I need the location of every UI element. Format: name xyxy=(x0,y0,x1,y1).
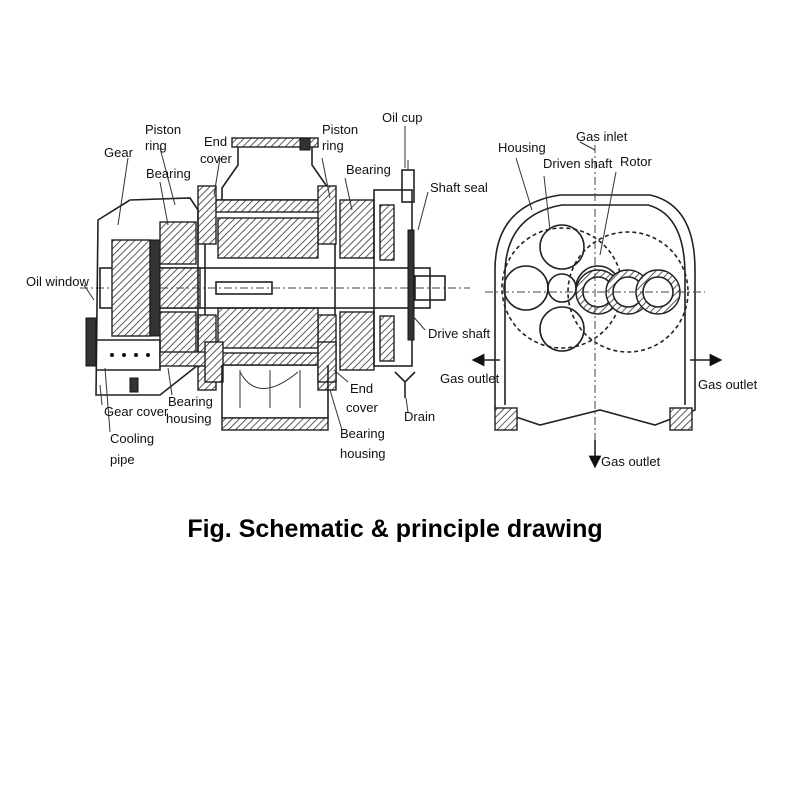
label-piston-ring-left: ring xyxy=(145,138,167,153)
label-piston-ring-right: Piston xyxy=(322,122,358,137)
principle-view xyxy=(471,145,723,469)
label-drain: Drain xyxy=(404,409,435,424)
label-piston-ring-left: Piston xyxy=(145,122,181,137)
label-piston-ring-right: ring xyxy=(322,138,344,153)
inlet-flange xyxy=(231,137,319,148)
base-foot xyxy=(221,365,329,419)
label-gas-outlet-left: Gas outlet xyxy=(440,371,500,386)
sectional-view xyxy=(80,137,470,431)
label-bearing-housing-right: Bearing xyxy=(340,426,385,441)
label-bearing-right: Bearing xyxy=(346,162,391,177)
label-end-cover-bottom: cover xyxy=(346,400,378,415)
label-rotor: Rotor xyxy=(620,154,652,169)
label-bearing-housing-left: housing xyxy=(166,411,212,426)
label-housing: Housing xyxy=(498,140,546,155)
label-bearing-left: Bearing xyxy=(146,166,191,181)
label-gear: Gear xyxy=(104,145,134,160)
label-oil-cup: Oil cup xyxy=(382,110,422,125)
label-oil-window: Oil window xyxy=(26,274,89,289)
label-end-cover-bottom: End xyxy=(350,381,373,396)
label-gas-outlet-bottom: Gas outlet xyxy=(601,454,661,469)
label-end-cover-top: cover xyxy=(200,151,232,166)
housing-outline xyxy=(494,194,696,426)
label-cooling-pipe: pipe xyxy=(110,452,135,467)
label-shaft-seal: Shaft seal xyxy=(430,180,488,195)
labels: Gear Piston ring End cover Bearing Pisto… xyxy=(26,110,758,469)
label-driven-shaft: Driven shaft xyxy=(543,156,613,171)
label-gas-outlet-right: Gas outlet xyxy=(698,377,758,392)
label-gas-inlet: Gas inlet xyxy=(576,129,628,144)
label-drive-shaft: Drive shaft xyxy=(428,326,491,341)
figure-caption: Fig. Schematic & principle drawing xyxy=(187,515,602,543)
rotor-section xyxy=(217,217,319,259)
label-gear-cover: Gear cover xyxy=(104,404,169,419)
leader-lines xyxy=(83,126,617,433)
drain-valve xyxy=(394,371,416,398)
label-end-cover-top: End xyxy=(204,134,227,149)
label-cooling-pipe: Cooling xyxy=(110,431,154,446)
label-bearing-housing-left: Bearing xyxy=(168,394,213,409)
inlet-neck xyxy=(221,147,329,200)
label-bearing-housing-right: housing xyxy=(340,446,386,461)
